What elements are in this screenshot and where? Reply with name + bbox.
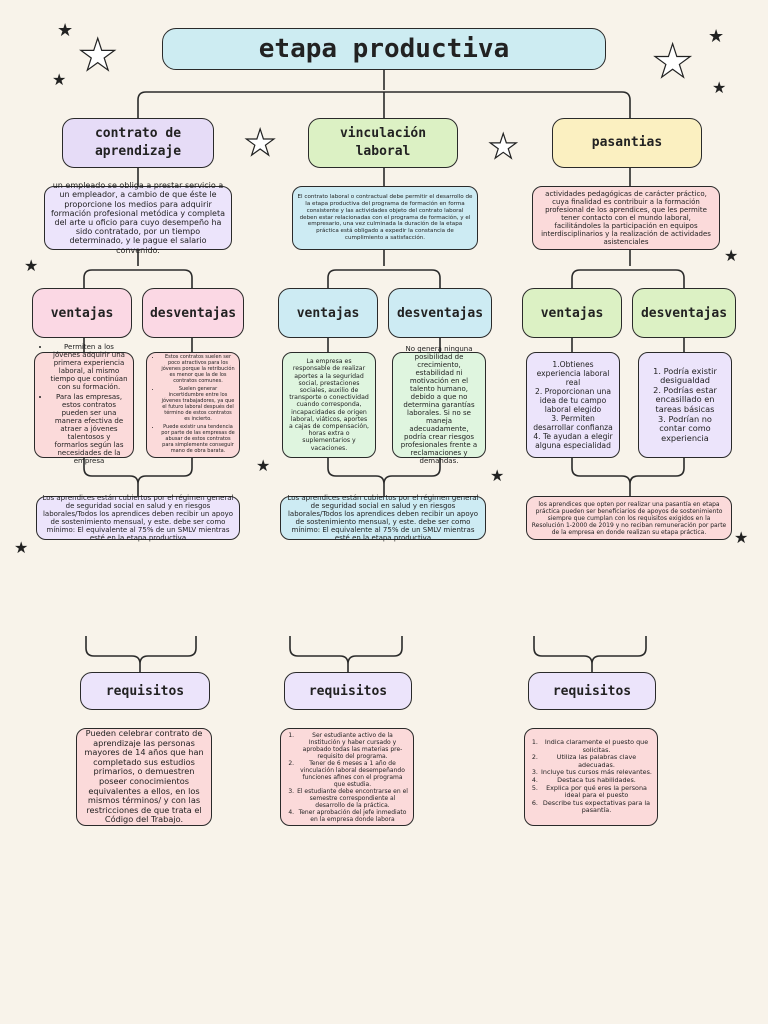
list-item: Incluye tus cursos más relevantes. <box>540 769 653 777</box>
list-item: Describe tus expectativas para la pasant… <box>540 799 653 815</box>
desventajas-content-2: No genera ninguna posibilidad de crecimi… <box>392 345 486 465</box>
list-item: Explica por qué eres la persona ideal pa… <box>540 784 653 800</box>
star-icon: ★ <box>490 466 505 485</box>
star-icon: ★ <box>724 246 739 265</box>
star-icon: ★ <box>487 127 519 167</box>
list-item: Ser estudiante activo de la Institución … <box>296 732 409 760</box>
list-item: Destaca tus habilidades. <box>540 776 653 785</box>
list-item: Tener aprobación del jefe inmediato en l… <box>296 809 409 823</box>
requisitos-label-2: requisitos <box>284 672 412 710</box>
star-icon: ★ <box>52 70 67 89</box>
ventajas-label-2: ventajas <box>278 288 378 338</box>
list-item: 3. Podrían no contar como experiencia <box>658 413 712 443</box>
star-icon: ★ <box>712 78 727 97</box>
ventajas-content-2: La empresa es responsable de realizar ap… <box>282 352 376 458</box>
list-item: Estos contratos suelen ser poco atractiv… <box>161 354 235 384</box>
star-icon: ★ <box>77 30 118 81</box>
seguridad-social-2: Los aprendices están cubiertos por el ré… <box>280 494 486 542</box>
list-item: Utiliza las palabras clave adecuadas. <box>540 753 653 769</box>
star-icon: ★ <box>651 34 694 88</box>
list-item: Para las empresas, estos contratos puede… <box>50 393 128 465</box>
desventajas-label-2: desventajas <box>388 288 492 338</box>
star-icon: ★ <box>256 456 271 475</box>
seguridad-social-1: Los aprendices están cubiertos por el ré… <box>36 494 240 542</box>
desventajas-list-3: 1. Podría existir desigualdad 2. Podrías… <box>638 352 732 458</box>
star-icon: ★ <box>24 256 39 275</box>
list-item: Indica claramente el puesto que solicita… <box>540 738 653 754</box>
description-contrato-aprendizaje: un empleado se obliga a prestar servicio… <box>44 181 232 255</box>
ventajas-label-1: ventajas <box>32 288 132 338</box>
heading-pasantias: pasantias <box>552 118 702 168</box>
page-title: etapa productiva <box>162 28 606 70</box>
list-item: Permiten a los jóvenes adquirir una prim… <box>50 343 128 391</box>
description-vinculacion-laboral: El contrato laboral o contractual debe p… <box>292 186 478 250</box>
list-item: 1. Podría existir desigualdad <box>653 365 717 386</box>
desventajas-list-1: Estos contratos suelen ser poco atractiv… <box>146 352 240 458</box>
list-item: Tener de 6 meses a 1 año de vinculación … <box>296 760 409 788</box>
seguridad-social-3: los aprendices que opten por realizar un… <box>526 496 732 540</box>
star-icon: ★ <box>243 123 277 164</box>
desventajas-label-1: desventajas <box>142 288 244 338</box>
requisitos-label-1: requisitos <box>80 672 210 710</box>
requisitos-content-3: Indica claramente el puesto que solicita… <box>524 728 658 826</box>
list-item: 2. Proporcionan una idea de tu campo lab… <box>534 387 612 414</box>
list-item: 4. Te ayudan a elegir alguna especialida… <box>533 432 613 450</box>
list-item: 3. Permiten desarrollar confianza <box>533 414 613 432</box>
star-icon: ★ <box>57 20 74 41</box>
list-item: Puede existir una tendencia por parte de… <box>161 424 235 454</box>
desventajas-label-3: desventajas <box>632 288 736 338</box>
description-pasantias: actividades pedagógicas de carácter prác… <box>532 186 720 250</box>
ventajas-list-1: Permiten a los jóvenes adquirir una prim… <box>34 343 134 465</box>
ventajas-list-3: 1.Obtienes experiencia laboral real 2. P… <box>526 352 620 458</box>
star-icon: ★ <box>14 538 29 557</box>
requisitos-label-3: requisitos <box>528 672 656 710</box>
ventajas-label-3: ventajas <box>522 288 622 338</box>
requisitos-content-2: Ser estudiante activo de la Institución … <box>280 728 414 826</box>
list-item: 2. Podrías estar encasillado en tareas b… <box>653 384 717 414</box>
requisitos-content-1: Pueden celebrar contrato de aprendizaje … <box>76 728 212 826</box>
list-item: 1.Obtienes experiencia laboral real <box>536 360 610 387</box>
heading-vinculacion-laboral: vinculación laboral <box>308 118 458 168</box>
list-item: Suelen generar incertidumbre entre los j… <box>161 386 235 422</box>
list-item: El estudiante debe encontrarse en el sem… <box>296 788 409 809</box>
heading-contrato-aprendizaje: contrato de aprendizaje <box>62 118 214 168</box>
star-icon: ★ <box>708 26 725 47</box>
star-icon: ★ <box>734 528 749 547</box>
